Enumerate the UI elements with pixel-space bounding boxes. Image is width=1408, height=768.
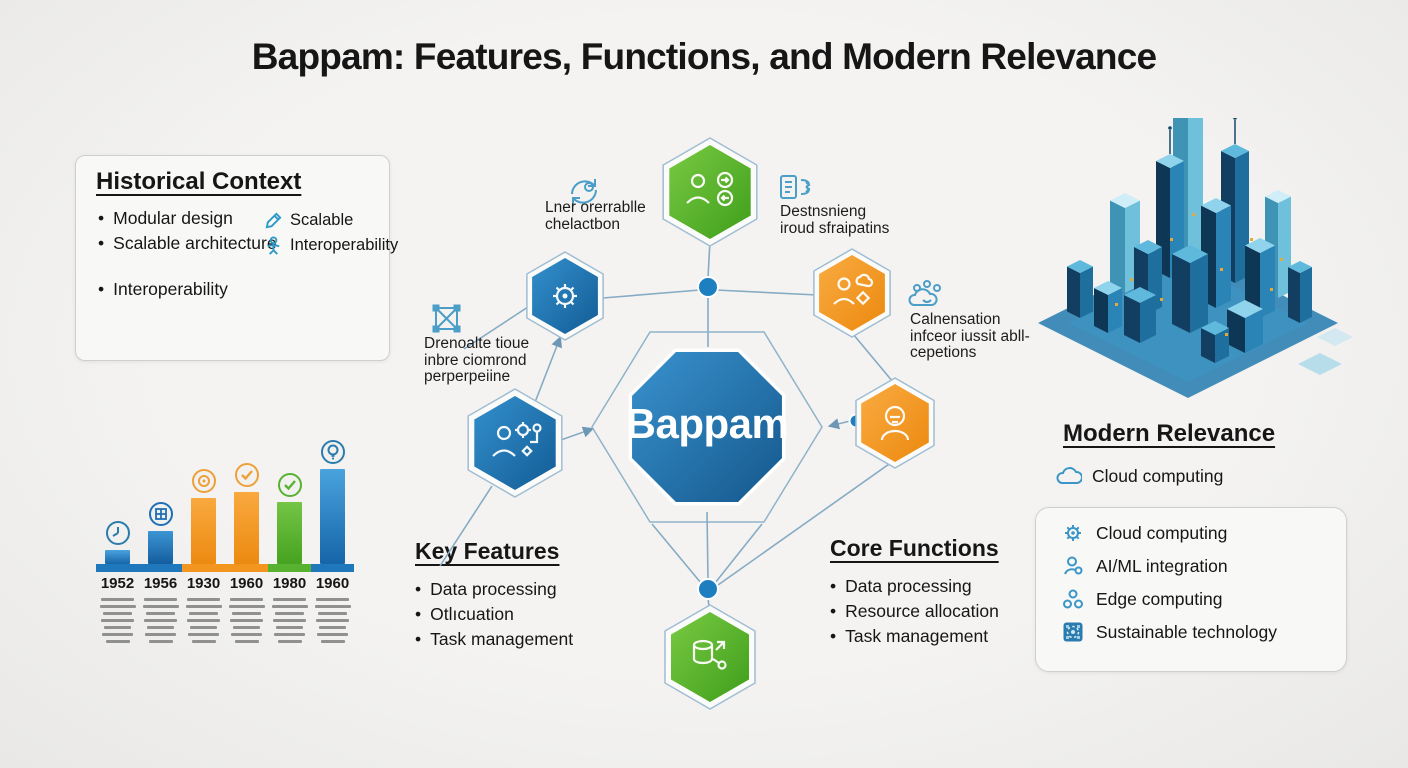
annotation: Destnsnieng iroud sfraipatins xyxy=(780,203,890,237)
page-title: Bappam: Features, Functions, and Modern … xyxy=(251,36,1157,77)
person-gear-hexagon xyxy=(474,396,556,490)
gear-icon xyxy=(553,284,577,308)
person-icon xyxy=(267,236,280,255)
person-cloud-icon xyxy=(833,273,874,306)
nodes-icon xyxy=(1063,589,1083,609)
center-label: Bappam xyxy=(625,400,789,447)
timeline-fine-print xyxy=(96,598,354,643)
avatar-hexagon xyxy=(861,384,929,462)
lead-label: Cloud computing xyxy=(1092,466,1224,486)
timeline-bar xyxy=(320,469,345,564)
side-item: Scalable xyxy=(264,208,398,233)
core-functions-list: Data processing Resource allocation Task… xyxy=(830,574,999,649)
modern-item-label: AI/ML integration xyxy=(1096,555,1228,576)
smart-city-illustration xyxy=(1038,118,1353,398)
person-gear-flow-icon xyxy=(492,422,542,457)
timeline-years: 1952 1956 1930 1960 1980 1960 xyxy=(96,575,354,592)
fine-print-column xyxy=(268,598,311,643)
modern-relevance-title: Modern Relevance xyxy=(1063,420,1276,447)
timeline-plot-area xyxy=(96,440,354,572)
list-item: Interoperability xyxy=(98,277,277,302)
timeline-chart: 1952 1956 1930 1960 1980 1960 xyxy=(96,440,354,643)
person-cloud-hexagon xyxy=(819,255,885,331)
historical-context-list: Modular design Scalable architecture Int… xyxy=(98,206,277,302)
list-item: Resource allocation xyxy=(830,599,999,624)
timeline-baseline xyxy=(96,564,354,572)
check-icon xyxy=(234,463,259,487)
year-label: 1960 xyxy=(229,575,264,592)
check-icon xyxy=(277,473,302,497)
timeline-bar xyxy=(148,531,173,564)
fine-print-column xyxy=(182,598,225,643)
modern-item: Sustainable technology xyxy=(1062,621,1277,643)
core-functions-title: Core Functions xyxy=(830,535,999,561)
side-item: Interoperability xyxy=(264,233,398,258)
gear-hexagon xyxy=(532,258,598,334)
fine-print-column xyxy=(96,598,139,643)
list-item: Scalable architecture xyxy=(98,231,276,256)
avatar-icon xyxy=(880,405,910,441)
cloud-nodes-icon xyxy=(908,280,941,306)
historical-context-card: Historical Context Modular design Scalab… xyxy=(75,155,398,361)
annotation: Lner orerrablle chelactbon xyxy=(545,199,646,233)
transform-frame-icon xyxy=(432,304,461,333)
core-functions-section: Core Functions Data processing Resource … xyxy=(830,535,999,649)
list-item: Modular design xyxy=(98,206,277,231)
clock-icon xyxy=(105,521,130,545)
timeline-bar xyxy=(105,550,130,564)
modern-item: Cloud computing xyxy=(1062,522,1277,544)
modern-item: AI/ML integration xyxy=(1062,555,1277,577)
timeline-bar xyxy=(234,492,259,564)
list-item: Otlıcuation xyxy=(415,602,573,627)
person-icon xyxy=(1064,556,1083,575)
lightbulb-icon xyxy=(320,440,345,464)
year-label: 1930 xyxy=(186,575,221,592)
grid-building-icon xyxy=(148,502,173,526)
pencil-icon xyxy=(265,212,282,229)
list-item: Data processing xyxy=(415,577,573,602)
year-label: 1980 xyxy=(272,575,307,592)
list-item: Task management xyxy=(830,624,999,649)
people-sync-icon xyxy=(686,171,734,207)
fine-print-column xyxy=(311,598,354,643)
historical-side-items: Scalable Interoperability xyxy=(264,208,398,258)
document-flow-icon xyxy=(780,175,811,199)
modern-item-label: Edge computing xyxy=(1096,588,1223,609)
historical-context-title: Historical Context xyxy=(96,168,302,195)
modern-item-label: Cloud computing xyxy=(1096,522,1228,543)
list-item: Data processing xyxy=(830,574,999,599)
annotation-icons xyxy=(432,175,941,333)
chip-icon xyxy=(1063,622,1083,642)
annotation: Calnensation infceor iussit abll- cepeti… xyxy=(910,311,1030,361)
people-sync-hexagon xyxy=(669,145,751,239)
side-item-label: Scalable xyxy=(290,211,354,229)
target-icon xyxy=(191,469,216,493)
year-label: 1960 xyxy=(315,575,350,592)
modern-item-label: Sustainable technology xyxy=(1096,621,1277,642)
timeline-bar xyxy=(277,502,302,564)
key-features-list: Data processing Otlıcuation Task managem… xyxy=(415,577,573,652)
database-hexagon xyxy=(671,612,749,702)
year-label: 1952 xyxy=(100,575,135,592)
key-features-title: Key Features xyxy=(415,538,560,564)
side-item-label: Interoperability xyxy=(290,236,399,254)
modern-relevance-lead: Cloud computing xyxy=(1056,466,1223,487)
annotation: Drenoalte tioue inbre ciomrond perperpei… xyxy=(424,335,530,385)
timeline-bar xyxy=(191,498,216,564)
fine-print-column xyxy=(225,598,268,643)
year-label: 1956 xyxy=(143,575,178,592)
modern-item: Edge computing xyxy=(1062,588,1277,610)
list-item: Task management xyxy=(415,627,573,652)
cloud-icon xyxy=(1056,466,1082,484)
database-sync-icon xyxy=(692,639,727,670)
key-features-section: Key Features Data processing Otlıcuation… xyxy=(415,538,573,652)
cloud-gear-icon xyxy=(1065,525,1081,541)
modern-relevance-card: Cloud computing AI/ML integration Edge c… xyxy=(1035,507,1347,672)
fine-print-column xyxy=(139,598,182,643)
